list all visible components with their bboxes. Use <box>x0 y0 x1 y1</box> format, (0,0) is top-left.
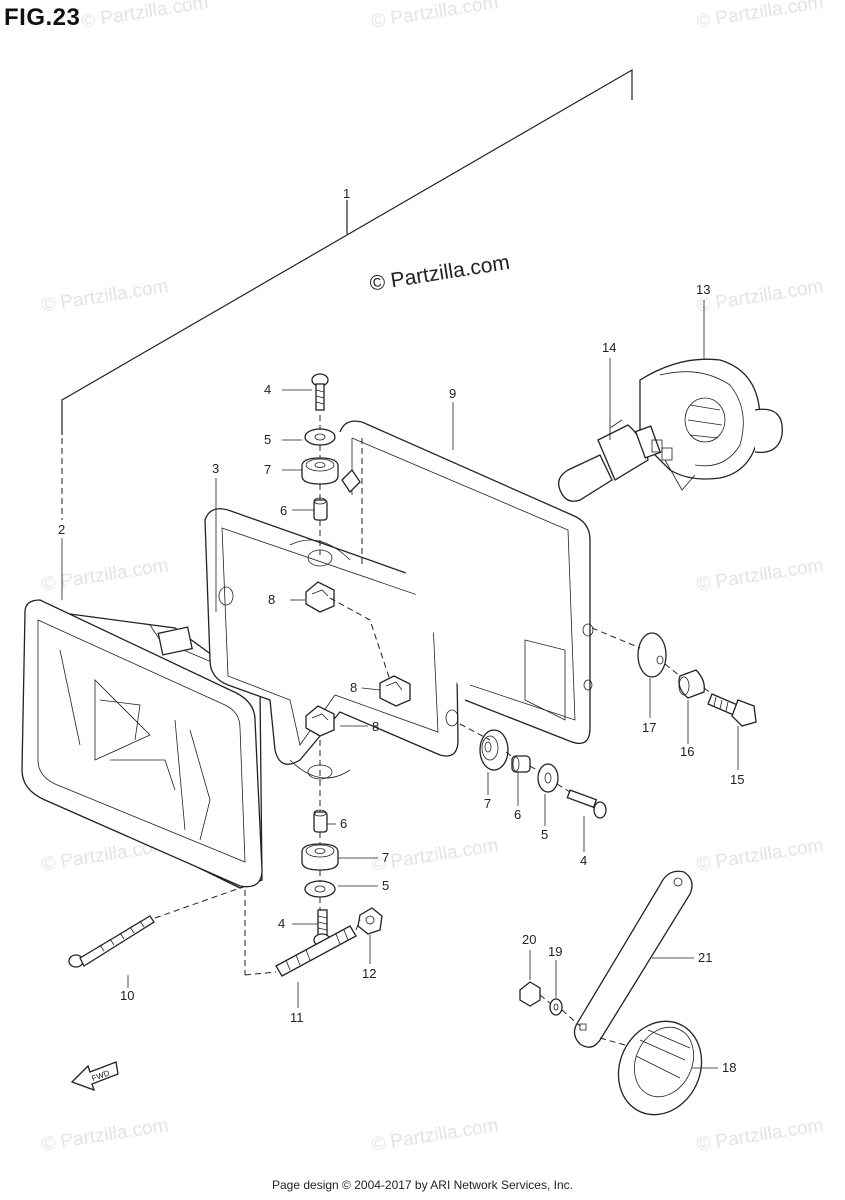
callout-14: 14 <box>602 340 616 355</box>
collar-right[interactable] <box>511 755 531 773</box>
callout-20: 20 <box>522 932 536 947</box>
callout-numbers: 1 2 3 4 5 7 6 8 8 8 9 13 14 7 6 5 4 17 1… <box>58 186 744 1075</box>
callout-21: 21 <box>698 950 712 965</box>
reflector[interactable] <box>603 1008 716 1129</box>
washer-lower[interactable] <box>304 880 336 898</box>
headlamp-unit[interactable] <box>21 599 263 889</box>
callout-5-right: 5 <box>541 827 548 842</box>
collar-lower[interactable] <box>313 809 328 833</box>
callout-4-lower: 4 <box>278 916 285 931</box>
callout-17: 17 <box>642 720 656 735</box>
washer-top[interactable] <box>304 428 336 446</box>
bulb-socket-cover[interactable] <box>639 358 783 491</box>
nut-8-lower[interactable] <box>305 705 335 737</box>
nut-20[interactable] <box>519 981 541 1007</box>
nut-8-upper[interactable] <box>305 581 335 613</box>
grommet-top[interactable] <box>301 457 361 494</box>
grommet-right[interactable] <box>479 729 509 771</box>
callout-8-upper: 8 <box>268 592 275 607</box>
callout-7-right: 7 <box>484 796 491 811</box>
screw-top[interactable] <box>311 373 329 411</box>
callout-2: 2 <box>58 522 65 537</box>
washer-19[interactable] <box>549 998 563 1016</box>
spring-nut[interactable] <box>357 907 383 935</box>
callout-6-right: 6 <box>514 807 521 822</box>
callout-8-lower: 8 <box>372 719 379 734</box>
callout-6-lower: 6 <box>340 816 347 831</box>
figure-title: FIG.23 <box>4 4 81 31</box>
cushion-17[interactable] <box>637 632 667 678</box>
nut-8-middle[interactable] <box>379 675 411 707</box>
callout-5-lower: 5 <box>382 878 389 893</box>
callout-4-top: 4 <box>264 382 271 397</box>
callout-7-lower: 7 <box>382 850 389 865</box>
washer-right[interactable] <box>537 763 559 793</box>
callout-10: 10 <box>120 988 134 1003</box>
callout-7-top: 7 <box>264 462 271 477</box>
page-footer: Page design © 2004-2017 by ARI Network S… <box>271 1178 573 1192</box>
callout-6-top: 6 <box>280 503 287 518</box>
callout-4-right: 4 <box>580 853 587 868</box>
mounting-bolt[interactable] <box>707 693 757 727</box>
adjusting-screw[interactable] <box>275 925 357 977</box>
collar-top[interactable] <box>313 497 328 521</box>
callout-1: 1 <box>343 186 350 201</box>
callout-11: 11 <box>290 1010 304 1025</box>
callout-9: 9 <box>449 386 456 401</box>
forward-arrow-icon: FWD <box>70 1061 119 1092</box>
collar-16[interactable] <box>678 669 705 699</box>
callout-12: 12 <box>362 966 376 981</box>
reflector-bracket[interactable] <box>573 870 693 1048</box>
callout-18: 18 <box>722 1060 736 1075</box>
long-screw[interactable] <box>68 915 155 968</box>
callout-13: 13 <box>696 282 710 297</box>
callout-8-middle: 8 <box>350 680 357 695</box>
headlamp-bulb[interactable] <box>557 419 673 502</box>
assembly-bracket-1 <box>61 68 633 435</box>
grommet-lower[interactable] <box>301 843 339 871</box>
callout-3: 3 <box>212 461 219 476</box>
screw-right[interactable] <box>566 789 607 819</box>
leader-lines <box>61 300 739 1069</box>
callout-15: 15 <box>730 772 744 787</box>
callout-16: 16 <box>680 744 694 759</box>
assembly-lines <box>61 415 713 1046</box>
callout-19: 19 <box>548 944 562 959</box>
callout-5-top: 5 <box>264 432 271 447</box>
headlamp-housing-frame[interactable] <box>339 420 594 745</box>
